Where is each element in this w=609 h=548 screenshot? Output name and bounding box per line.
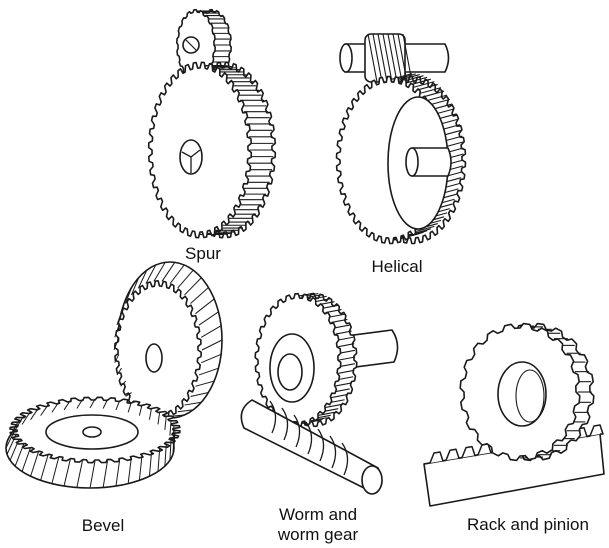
rack-and-pinion-label: Rack and pinion [448,515,608,535]
worm-shaft-end [362,466,382,494]
bevel-label: Bevel [58,516,148,536]
shaft-hole [146,344,162,372]
worm-label-line-2: worm gear [258,525,378,545]
shaft-end [340,44,352,72]
worm-gear-boss [278,354,302,390]
helical-label: Helical [352,257,442,277]
bevel-gear-drawing [6,262,222,488]
worm-and-worm-gear-label: Worm and worm gear [258,505,378,545]
spur-gear-drawing [149,10,276,238]
shaft-hole [83,427,101,437]
worm-gear-drawing [241,293,397,494]
helical-gear-drawing [337,34,466,244]
worm-label-line-1: Worm and [258,505,378,525]
spur-label: Spur [168,244,238,264]
shaft-end [406,148,418,176]
rack-and-pinion-drawing [424,324,604,506]
